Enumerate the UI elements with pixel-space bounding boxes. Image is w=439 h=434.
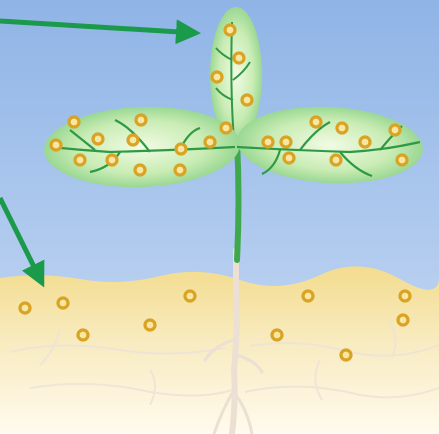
nutrient-particle — [69, 117, 79, 127]
nutrient-particle — [135, 165, 145, 175]
nutrient-particle — [176, 144, 186, 154]
nutrient-particle — [107, 155, 117, 165]
nutrient-particle — [51, 140, 61, 150]
nutrient-particle — [175, 165, 185, 175]
nutrient-particle — [221, 123, 231, 133]
nutrient-particle — [93, 134, 103, 144]
nutrient-particle — [205, 137, 215, 147]
nutrient-particle — [234, 53, 244, 63]
nutrient-particle — [341, 350, 351, 360]
nutrient-particle — [398, 315, 408, 325]
nutrient-particle — [212, 72, 222, 82]
nutrient-particle — [58, 298, 68, 308]
nutrient-particle — [185, 291, 195, 301]
nutrient-particle — [400, 291, 410, 301]
stem — [237, 140, 239, 260]
nutrient-particle — [20, 303, 30, 313]
nutrient-particle — [331, 155, 341, 165]
nutrient-particle — [311, 117, 321, 127]
nutrient-particle — [303, 291, 313, 301]
nutrient-particle — [78, 330, 88, 340]
nutrient-particle — [75, 155, 85, 165]
nutrient-particle — [242, 95, 252, 105]
nutrient-particle — [284, 153, 294, 163]
nutrient-particle — [281, 137, 291, 147]
nutrient-particle — [337, 123, 347, 133]
nutrient-particle — [263, 137, 273, 147]
nutrient-particle — [272, 330, 282, 340]
nutrient-particle — [145, 320, 155, 330]
nutrient-particle — [390, 125, 400, 135]
nutrient-particle — [128, 135, 138, 145]
nutrient-particle — [136, 115, 146, 125]
nutrient-particle — [360, 137, 370, 147]
soil-ground — [0, 266, 439, 434]
nutrient-particle — [397, 155, 407, 165]
nutrient-particle — [225, 25, 235, 35]
